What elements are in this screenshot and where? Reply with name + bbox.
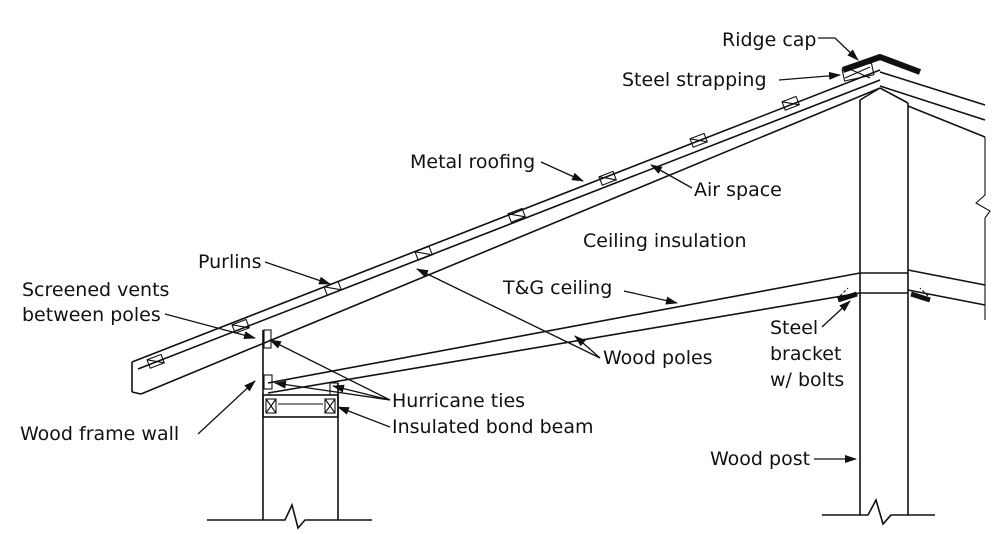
post-break xyxy=(822,497,935,526)
label-metal-roofing: Metal roofing xyxy=(410,151,535,173)
leader-lines xyxy=(164,37,859,463)
wood-frame-wall xyxy=(262,329,339,520)
label-purlins: Purlins xyxy=(198,251,261,273)
label-ceiling-insulation: Ceiling insulation xyxy=(583,230,747,252)
ridge-cap xyxy=(842,54,922,75)
steel-bracket xyxy=(837,287,931,303)
label-ridge-cap: Ridge cap xyxy=(722,29,816,51)
rafter-pole xyxy=(131,87,881,395)
label-steel-bracket-line2: bracket xyxy=(770,343,841,365)
label-hurricane-ties: Hurricane ties xyxy=(392,390,525,412)
label-air-space: Air space xyxy=(694,179,782,201)
label-steel-bracket-line3: w/ bolts xyxy=(770,369,844,391)
break-line-right xyxy=(975,137,991,320)
label-insulated-bond-beam: Insulated bond beam xyxy=(392,416,593,438)
label-tg-ceiling: T&G ceiling xyxy=(502,277,612,299)
far-roof xyxy=(879,71,986,138)
tg-ceiling xyxy=(267,269,986,394)
steel-strapping xyxy=(841,62,875,82)
label-screened-vents-line1: Screened vents xyxy=(22,279,169,301)
metal-roofing xyxy=(131,69,881,370)
insulated-bond-beam xyxy=(262,394,339,418)
label-screened-vents-line2: between poles xyxy=(22,304,161,326)
purlins xyxy=(146,95,800,369)
wood-post xyxy=(859,87,909,515)
label-wood-poles: Wood poles xyxy=(603,347,713,369)
wall-break xyxy=(207,502,372,530)
label-steel-strapping: Steel strapping xyxy=(622,69,767,91)
label-steel-bracket-line1: Steel xyxy=(770,317,818,339)
label-wood-post: Wood post xyxy=(710,448,810,470)
label-wood-frame-wall: Wood frame wall xyxy=(20,423,179,445)
